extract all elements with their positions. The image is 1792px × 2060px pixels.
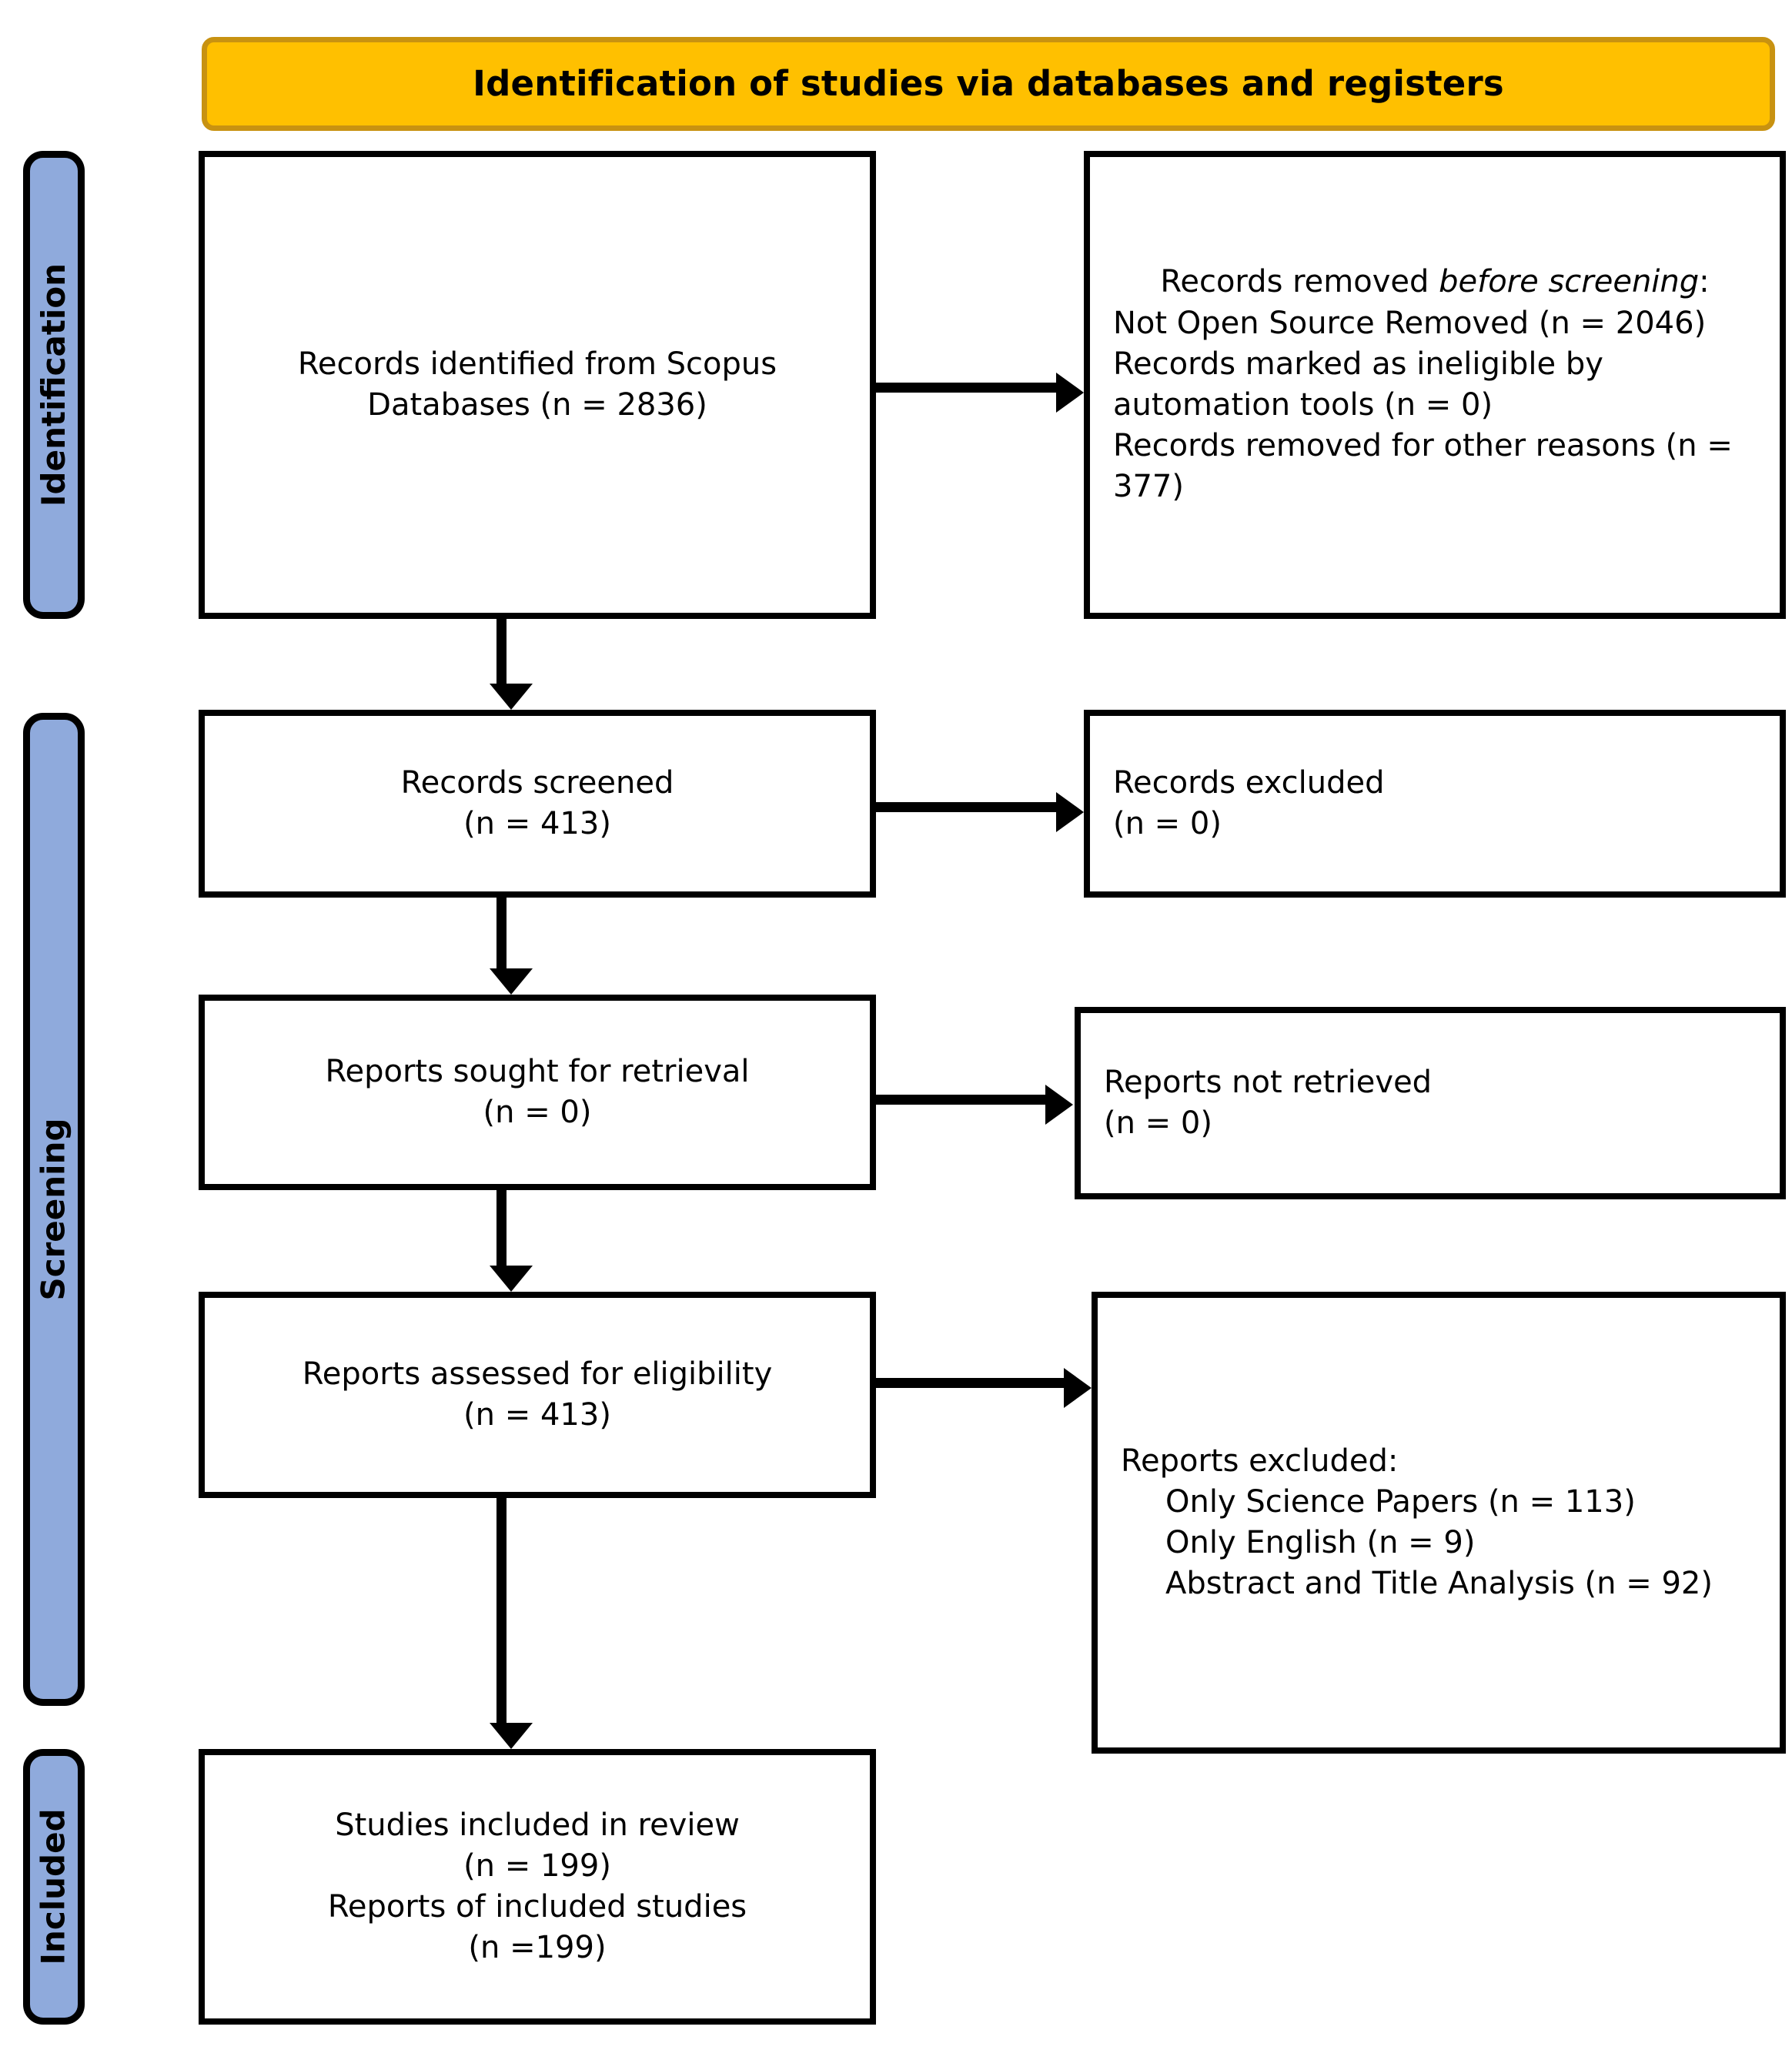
box-reports-not-retrieved-text: Reports not retrieved (n = 0) [1104,1062,1757,1144]
reports-assessed-line1: Reports assessed for eligibility [302,1356,773,1392]
box-reports-sought-text: Reports sought for retrieval (n = 0) [228,1052,847,1133]
records-screened-line2: (n = 413) [463,806,611,841]
records-excluded-line2: (n = 0) [1113,806,1222,841]
records-screened-line1: Records screened [400,764,674,801]
studies-included-line2: (n = 199) [463,1848,611,1884]
studies-included-line4: (n =199) [468,1930,607,1966]
records-identified-line2: Databases (n = 2836) [367,387,707,423]
records-removed-item-3: Records removed for other reasons (n = 3… [1113,428,1733,505]
arrow-screened-to-records-excluded [876,792,1084,832]
box-reports-sought-for-retrieval: Reports sought for retrieval (n = 0) [199,995,876,1190]
phase-label-screening-text: Screening [35,1118,72,1301]
arrow-assessed-to-reports-excluded [876,1368,1092,1408]
diagram-title: Identification of studies via databases … [473,63,1504,105]
records-removed-heading: Records removed before screening: [1113,262,1757,303]
arrow-identified-to-removed-before-screening [876,373,1084,413]
phase-label-included-text: Included [35,1808,72,1965]
diagram-header-banner: Identification of studies via databases … [202,37,1775,131]
arrow-screened-to-sought [490,898,533,995]
records-identified-line1: Records identified from Scopus [297,346,777,382]
reports-excluded-item-2: Only English (n = 9) [1165,1525,1476,1560]
reports-sought-line1: Reports sought for retrieval [325,1053,750,1089]
box-records-identified-text: Records identified from Scopus Databases… [228,344,847,426]
records-removed-heading-prefix: Records removed [1160,264,1439,300]
box-reports-assessed-text: Reports assessed for eligibility (n = 41… [228,1354,847,1436]
box-records-excluded-text: Records excluded (n = 0) [1113,763,1757,844]
reports-excluded-heading: Reports excluded: [1121,1443,1399,1479]
reports-sought-line2: (n = 0) [483,1095,592,1130]
box-studies-included-text: Studies included in review (n = 199) Rep… [228,1805,847,1969]
records-removed-heading-emphasis: before screening [1439,264,1700,300]
box-studies-included-in-review: Studies included in review (n = 199) Rep… [199,1749,876,2025]
reports-excluded-item-1: Only Science Papers (n = 113) [1165,1483,1636,1520]
box-reports-assessed-for-eligibility: Reports assessed for eligibility (n = 41… [199,1292,876,1498]
studies-included-line3: Reports of included studies [327,1889,747,1925]
records-excluded-line1: Records excluded [1113,764,1385,801]
box-reports-excluded: Reports excluded: Only Science Papers (n… [1092,1292,1786,1754]
reports-assessed-line2: (n = 413) [463,1397,611,1433]
studies-included-line1: Studies included in review [335,1807,740,1843]
box-records-removed-text: Records removed before screening: Not Op… [1113,262,1757,507]
reports-not-retrieved-line2: (n = 0) [1104,1105,1212,1141]
arrow-sought-to-assessed [490,1190,533,1292]
box-records-screened: Records screened (n = 413) [199,710,876,898]
box-records-screened-text: Records screened (n = 413) [228,763,847,844]
box-reports-excluded-text: Reports excluded: Only Science Papers (n… [1121,1441,1757,1605]
arrow-assessed-to-included [490,1498,533,1749]
arrow-sought-to-not-retrieved [876,1085,1073,1125]
box-reports-not-retrieved: Reports not retrieved (n = 0) [1075,1007,1786,1199]
phase-label-identification: Identification [23,151,85,619]
phase-label-included: Included [23,1749,85,2025]
reports-not-retrieved-line1: Reports not retrieved [1104,1064,1433,1100]
box-records-removed-before-screening: Records removed before screening: Not Op… [1084,151,1786,619]
records-removed-heading-suffix: : [1699,264,1710,300]
records-removed-item-1: Not Open Source Removed (n = 2046) [1113,305,1707,341]
records-removed-item-2: Records marked as ineligible by automati… [1113,346,1603,423]
arrow-identified-to-screened [490,619,533,710]
phase-label-screening: Screening [23,713,85,1706]
box-records-excluded: Records excluded (n = 0) [1084,710,1786,898]
box-records-identified: Records identified from Scopus Databases… [199,151,876,619]
phase-label-identification-text: Identification [35,263,72,507]
reports-excluded-item-3: Abstract and Title Analysis (n = 92) [1165,1566,1713,1602]
